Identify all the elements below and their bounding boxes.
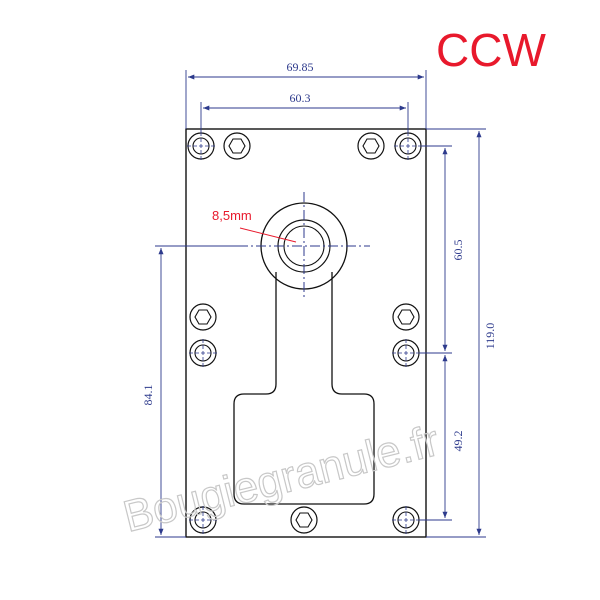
- watermark: Bougiegranule.fr: [119, 416, 444, 542]
- inner-pocket: [233, 272, 375, 505]
- hole-size-callout: 8,5mm: [212, 208, 297, 243]
- hex-screw-mid-right: [392, 303, 420, 331]
- hex-screw-bottom-center: [290, 506, 318, 534]
- mounting-hole-bottom-left: [189, 506, 217, 534]
- mounting-hole-top-right: [394, 132, 422, 160]
- plate-outline: [185, 128, 427, 538]
- mounting-hole-mid-right: [392, 339, 420, 367]
- hex-screw-top-left: [223, 132, 251, 160]
- mounting-hole-bottom-right: [392, 506, 420, 534]
- dim-label-hole-width: 60.3: [290, 91, 311, 105]
- dim-label-overall-width: 69.85: [287, 60, 314, 74]
- hex-screw-mid-left: [189, 303, 217, 331]
- rotation-label: CCW: [436, 24, 546, 76]
- dim-overall-width: 69.85: [185, 60, 427, 129]
- dim-hole-width: 60.3: [200, 91, 409, 132]
- dim-label-bottom-offset: 49.2: [451, 431, 465, 452]
- mounting-hole-mid-left: [189, 339, 217, 367]
- dim-top-offset: 60.5: [420, 145, 465, 354]
- dim-label-top-offset: 60.5: [451, 240, 465, 261]
- dim-bottom-offset: 49.2: [420, 355, 465, 521]
- mounting-hole-top-left: [187, 132, 215, 160]
- hole-size-label: 8,5mm: [212, 208, 252, 223]
- dim-label-shaft-height: 84.1: [141, 385, 155, 406]
- dim-shaft-height: 84.1: [141, 245, 238, 538]
- hex-screw-top-right: [357, 132, 385, 160]
- dim-overall-height: 119.0: [426, 128, 497, 538]
- dim-label-overall-height: 119.0: [483, 323, 497, 350]
